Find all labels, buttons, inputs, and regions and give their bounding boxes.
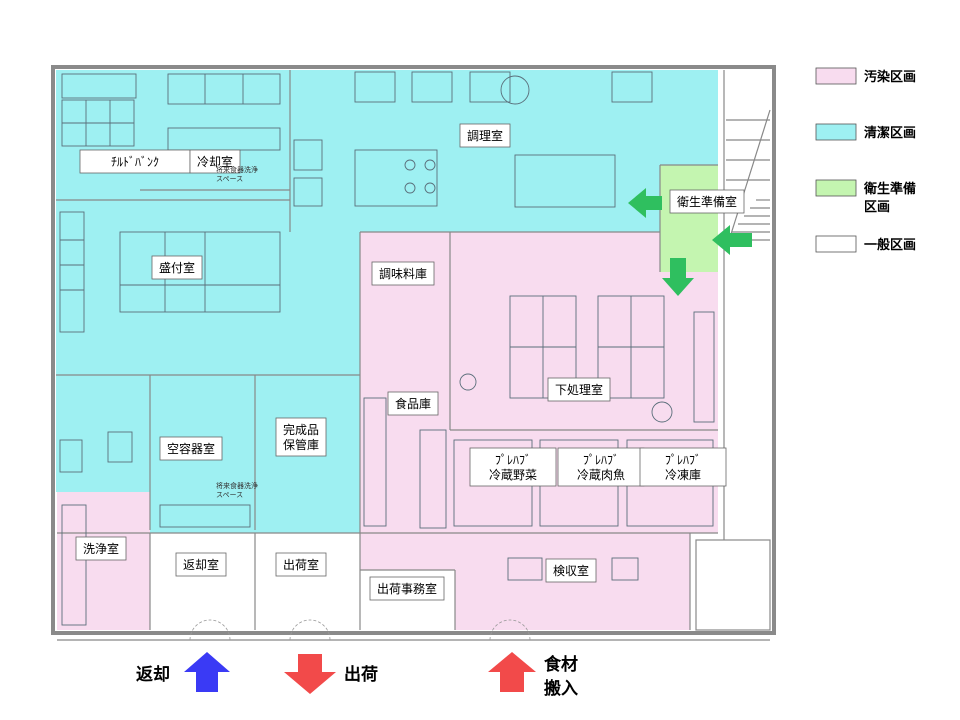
legend-label-contaminated: 汚染区画 [864,69,916,85]
room-label-cooking: 調理室 [459,123,511,148]
room-label-text: 調理室 [467,128,503,143]
room-label-box [545,558,597,583]
room-label-box [669,189,745,214]
room-label-box [275,417,327,457]
room-label-box [459,123,511,148]
room-label-box [639,447,727,487]
room-label-text: 完成品 [283,422,319,437]
room-label-box [369,576,445,601]
room-label-box [151,255,203,280]
room-label-food-store: 食品庫 [387,391,439,416]
room-label-return-room: 返却室 [175,552,227,577]
legend-label-sanitary: 区画 [864,200,890,215]
room-label-box [547,377,611,402]
room-label-cooling: 冷却室 [189,149,241,174]
clean-zone-area [56,70,718,533]
room-label-text: 保管庫 [283,437,319,452]
room-label-text: 冷却室 [197,154,233,169]
space-note-text: スペース [216,491,243,499]
legend-swatch-clean [815,123,857,141]
ingredients-arrow-icon [488,652,536,692]
room-label-text: ﾁﾙﾄﾞﾊﾞﾝｸ [111,155,159,169]
flow-arrows [184,652,536,694]
room-label-box [159,436,223,461]
room-label-text: 調味料庫 [379,267,427,281]
room-label-inspection: 検収室 [545,558,597,583]
washing-zone-area [57,492,150,630]
room-label-text: 洗浄室 [83,541,119,556]
return-arrow-icon [184,652,230,692]
room-label-box [189,149,241,174]
room-label-empty-container: 空容器室 [159,436,223,461]
room-label-text: 冷蔵肉魚 [577,468,625,482]
legend-swatch-contaminated [815,67,857,85]
legend-swatch-general [815,235,857,253]
room-label-text: ﾌﾟﾚﾊﾌﾞ [665,453,701,467]
flow-label-return: 返却 [136,664,170,685]
flow-label-ship: 出荷 [344,664,378,685]
ship-arrow-icon [284,654,336,694]
space-note-text: 将来食器洗浄 [216,165,258,174]
room-label-shipping-office: 出荷事務室 [369,576,445,601]
room-label-shipping-room: 出荷室 [275,552,327,577]
legend-label-general: 一般区画 [864,237,916,253]
room-label-text: ﾌﾟﾚﾊﾌﾞ [583,453,619,467]
room-label-box [75,536,127,561]
legend-label-clean: 清潔区画 [864,125,916,141]
room-label-text: 空容器室 [167,441,215,456]
room-label-text: ﾌﾟﾚﾊﾌﾞ [495,453,531,467]
room-label-box [371,261,435,286]
room-label-box [469,447,557,487]
walls [51,65,776,641]
room-label-text: 検収室 [553,563,589,578]
room-label-prep: 下処理室 [547,377,611,402]
room-label-box [275,552,327,577]
flow-label-ingredients: 食材 [544,654,578,675]
room-label-sanitary-prep: 衛生準備室 [669,189,745,214]
arrow-down-green-icon [662,258,694,296]
room-label-box [387,391,439,416]
room-label-text: 盛付室 [159,260,195,275]
room-label-text: 冷凍庫 [665,468,701,482]
room-label-washing: 洗浄室 [75,536,127,561]
room-label-box [557,447,645,487]
flow-label-ingredients: 搬入 [544,678,578,699]
room-label-text: 下処理室 [555,382,603,397]
room-label-seasoning: 調味料庫 [371,261,435,286]
arrow-left-green-icon [628,188,662,218]
doors [189,619,531,641]
room-label-text: 返却室 [183,557,219,572]
space-note-text: 将来食器洗浄 [216,481,258,490]
hygiene-arrows [628,188,752,296]
room-label-text: 出荷事務室 [377,581,437,596]
room-label-text: 衛生準備室 [677,194,737,209]
room-label-plating: 盛付室 [151,255,203,280]
legend-swatch-sanitary [815,179,857,197]
room-label-text: 食品庫 [395,396,431,411]
space-note-text: スペース [216,175,243,183]
room-label-chill: ﾁﾙﾄﾞﾊﾞﾝｸ [79,149,191,174]
arrow-left-green-icon [712,225,752,255]
sanitary-zone-area [660,165,718,272]
legend-label-sanitary: 衛生準備 [863,181,916,197]
room-label-box [175,552,227,577]
room-label-text: 出荷室 [283,557,319,572]
room-label-text: 冷蔵野菜 [489,468,537,482]
